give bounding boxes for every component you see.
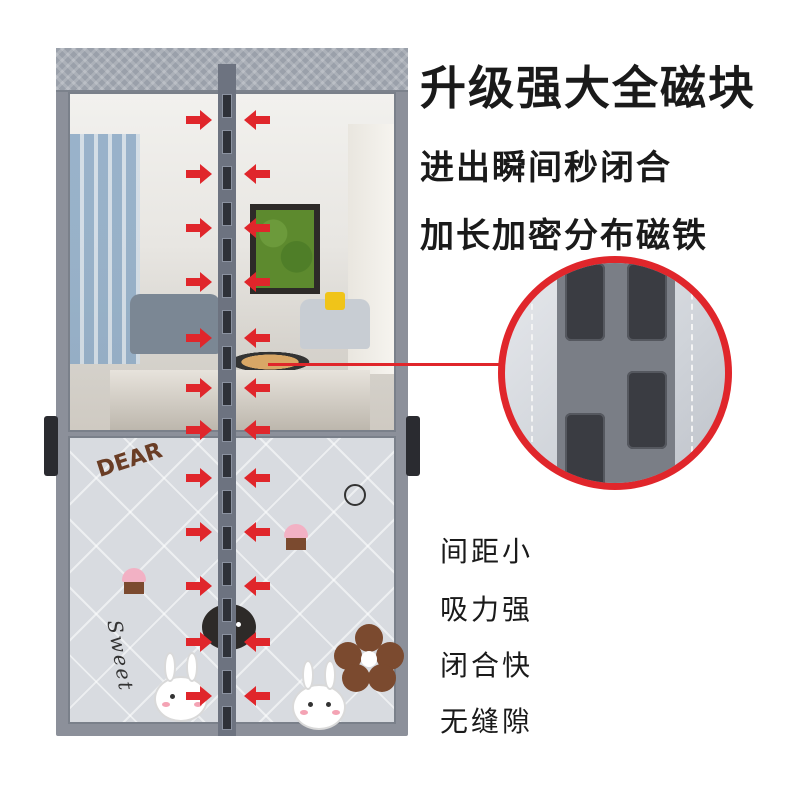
feature-3: 闭合快 (440, 649, 534, 682)
red-arrow-right-icon (186, 110, 212, 130)
seam-magnet-block (222, 598, 232, 622)
curtain-mesh-window (68, 92, 396, 432)
seam-magnet-block (222, 346, 232, 370)
side-strap-right (406, 416, 420, 476)
magnetic-door-curtain: DEAR Sweet (44, 48, 420, 736)
headline: 升级强大全磁块 (420, 61, 756, 115)
sun-icon (344, 484, 366, 506)
red-arrow-left-icon (244, 468, 270, 488)
red-arrow-right-icon (186, 164, 212, 184)
yellow-pillow (325, 292, 345, 310)
seam-magnet-block (222, 382, 232, 406)
seam-magnet-block (222, 526, 232, 550)
feature-2: 吸力强 (440, 593, 534, 626)
bunny-icon (292, 660, 346, 730)
red-arrow-left-icon (244, 632, 270, 652)
side-strap-left (44, 416, 58, 476)
seam-magnet-block (222, 454, 232, 478)
red-arrow-right-icon (186, 378, 212, 398)
red-arrow-left-icon (244, 272, 270, 292)
sofa-left (130, 294, 220, 354)
flower-icon (334, 624, 404, 694)
red-arrow-right-icon (186, 686, 212, 706)
red-arrow-left-icon (244, 576, 270, 596)
cupcake-icon (122, 568, 146, 596)
magnetic-seam (218, 64, 236, 736)
feature-1: 间距小 (440, 535, 534, 568)
room-window-left (70, 134, 140, 364)
magnet-block (627, 263, 667, 341)
red-arrow-left-icon (244, 378, 270, 398)
seam-magnet-block (222, 94, 232, 118)
sweet-print: Sweet (102, 618, 139, 694)
seam-magnet-block (222, 634, 232, 658)
red-arrow-left-icon (244, 522, 270, 542)
magnet-block (627, 371, 667, 449)
red-arrow-left-icon (244, 218, 270, 238)
red-arrow-right-icon (186, 420, 212, 440)
floor-rug (110, 370, 370, 430)
magnet-block (565, 413, 605, 483)
red-arrow-left-icon (244, 328, 270, 348)
red-arrow-right-icon (186, 522, 212, 542)
red-arrow-right-icon (186, 328, 212, 348)
red-arrow-right-icon (186, 576, 212, 596)
cupcake-icon (284, 524, 308, 552)
seam-magnet-block (222, 490, 232, 514)
seam-magnet-block (222, 130, 232, 154)
magnet-block (565, 263, 605, 341)
red-arrow-right-icon (186, 632, 212, 652)
red-arrow-right-icon (186, 272, 212, 292)
red-arrow-right-icon (186, 468, 212, 488)
green-wall-panel (250, 204, 320, 294)
red-arrow-left-icon (244, 164, 270, 184)
subline-2: 加长加密分布磁铁 (420, 216, 708, 256)
red-arrow-right-icon (186, 218, 212, 238)
magnet-zoom-circle (498, 256, 732, 490)
feature-4: 无缝隙 (440, 705, 534, 738)
seam-magnet-block (222, 562, 232, 586)
seam-magnet-block (222, 670, 232, 694)
red-arrow-left-icon (244, 420, 270, 440)
seam-magnet-block (222, 238, 232, 262)
subline-1: 进出瞬间秒闭合 (420, 148, 672, 188)
seam-magnet-block (222, 706, 232, 730)
seam-magnet-block (222, 202, 232, 226)
red-arrow-left-icon (244, 686, 270, 706)
dear-print: DEAR (93, 438, 166, 483)
seam-magnet-block (222, 310, 232, 334)
seam-magnet-block (222, 166, 232, 190)
seam-magnet-block (222, 274, 232, 298)
seam-magnet-block (222, 418, 232, 442)
zoom-pointer-line (268, 363, 502, 366)
red-arrow-left-icon (244, 110, 270, 130)
